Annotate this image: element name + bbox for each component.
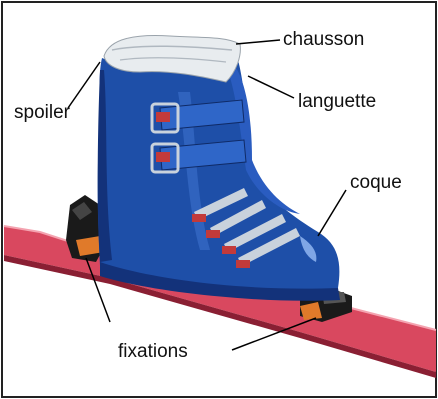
label-chausson: chausson <box>283 30 364 49</box>
label-spoiler: spoiler <box>14 103 70 122</box>
label-languette: languette <box>298 92 376 111</box>
label-coque: coque <box>350 173 402 192</box>
label-fixations: fixations <box>118 342 188 361</box>
